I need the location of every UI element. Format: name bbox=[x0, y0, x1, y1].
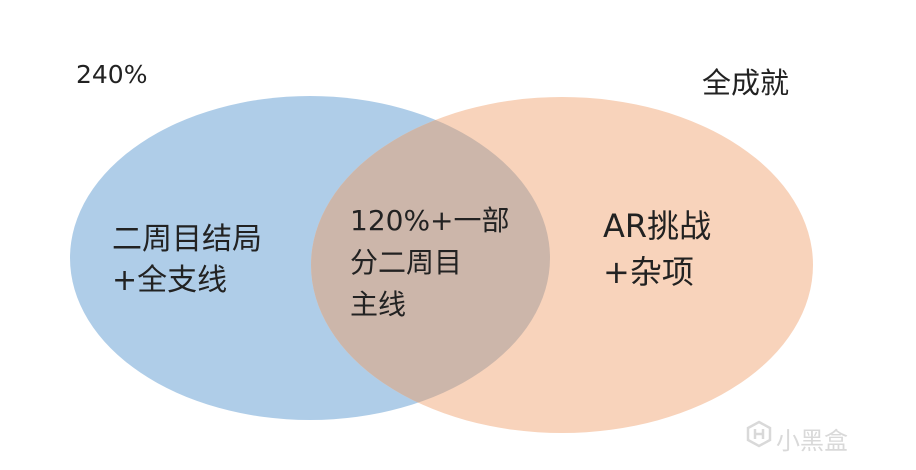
overlap-region-line: 120%+一部 bbox=[350, 204, 510, 237]
overlap-region-text: 120%+一部 分二周目 主线 bbox=[350, 200, 510, 326]
overlap-region-line: 主线 bbox=[350, 288, 407, 321]
right-region-line: AR挑战 bbox=[603, 207, 712, 245]
left-set-label: 240% bbox=[76, 60, 148, 89]
left-region-line: 二周目结局 bbox=[112, 222, 262, 257]
left-region-line: +全支线 bbox=[112, 263, 228, 298]
right-region-line: +杂项 bbox=[603, 253, 694, 291]
right-set-label: 全成就 bbox=[702, 66, 790, 100]
right-region-text: AR挑战 +杂项 bbox=[603, 203, 711, 295]
xiaoheihe-logo-icon bbox=[746, 420, 772, 448]
overlap-region-shape bbox=[311, 97, 550, 420]
left-region-text: 二周目结局 +全支线 bbox=[112, 219, 262, 301]
overlap-region-line: 分二周目 bbox=[350, 246, 463, 279]
watermark-text: 小黑盒 bbox=[776, 427, 848, 455]
